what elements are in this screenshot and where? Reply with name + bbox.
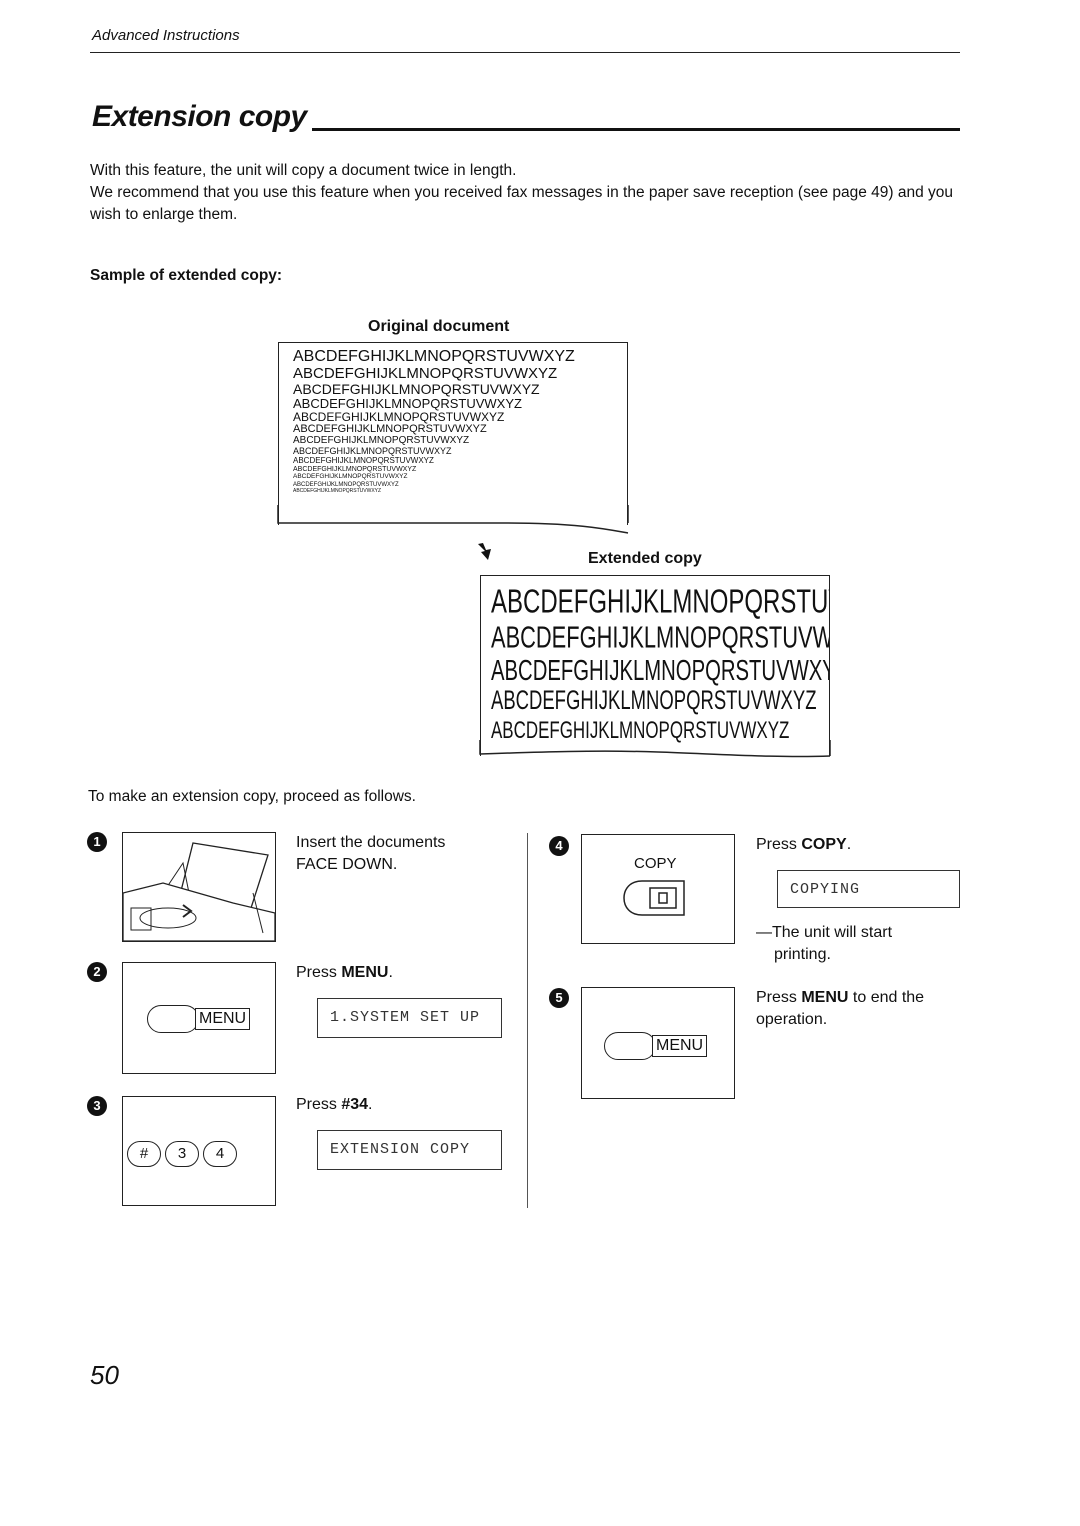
- step-4-note: —The unit will start printing.: [756, 922, 892, 966]
- lcd-display-step-2: 1.SYSTEM SET UP: [317, 998, 502, 1038]
- step-2-text: Press MENU.: [296, 962, 393, 984]
- step-2-line-a: Press: [296, 964, 342, 981]
- key-3: 3: [165, 1141, 199, 1167]
- step-2-number: 2: [87, 962, 107, 982]
- original-text-line: ABCDEFGHIJKLMNOPQRSTUVWXYZ: [293, 365, 558, 382]
- step-3-number: 3: [87, 1096, 107, 1116]
- step-5-number: 5: [549, 988, 569, 1008]
- original-text-line: ABCDEFGHIJKLMNOPQRSTUVWXYZ: [293, 456, 434, 465]
- step-4-note-b: printing.: [774, 946, 831, 963]
- extended-text-line: ABCDEFGHIJKLMNOPQRSTUVWXYZ: [491, 653, 830, 687]
- extended-page-curl: [479, 740, 831, 758]
- menu-key-label-2: MENU: [652, 1035, 708, 1057]
- step-4-number: 4: [549, 836, 569, 856]
- extended-text-line: ABCDEFGHIJKLMNOPQRSTUVWXYZ: [491, 715, 790, 744]
- hash-key: #: [127, 1141, 161, 1167]
- original-text-line: ABCDEFGHIJKLMNOPQRSTUVWXYZ: [293, 487, 382, 494]
- extended-copy-sample: ABCDEFGHIJKLMNOPQRSTUVWXYZABCDEFGHIJKLMN…: [480, 575, 830, 756]
- original-text-line: ABCDEFGHIJKLMNOPQRSTUVWXYZ: [293, 466, 417, 473]
- original-text-line: ABCDEFGHIJKLMNOPQRSTUVWXYZ: [293, 410, 505, 424]
- section-header: Advanced Instructions: [92, 27, 240, 44]
- step-5-line-c: operation.: [756, 1011, 828, 1028]
- copy-button-illustration: COPY: [581, 834, 735, 944]
- step-1-number: 1: [87, 832, 107, 852]
- page-title: Extension copy: [92, 100, 307, 133]
- down-arrow-icon: [478, 543, 491, 560]
- extended-copy-label: Extended copy: [588, 550, 702, 567]
- menu-button-illustration: MENU: [122, 962, 276, 1074]
- step-5-line-b: to end the: [848, 989, 925, 1006]
- title-rule: [312, 128, 960, 131]
- extended-text-line: ABCDEFGHIJKLMNOPQRSTUVWXYZ: [491, 685, 817, 716]
- original-text-line: ABCDEFGHIJKLMNOPQRSTUVWXYZ: [293, 435, 470, 446]
- original-text-line: ABCDEFGHIJKLMNOPQRSTUVWXYZ: [293, 473, 408, 480]
- menu-button-illustration-2: MENU: [581, 987, 735, 1099]
- original-text-line: ABCDEFGHIJKLMNOPQRSTUVWXYZ: [293, 396, 522, 411]
- header-rule: [90, 52, 960, 53]
- intro-line-2: We recommend that you use this feature w…: [90, 184, 954, 223]
- original-text-line: ABCDEFGHIJKLMNOPQRSTUVWXYZ: [293, 481, 399, 488]
- step-1-line-b: FACE DOWN.: [296, 856, 398, 873]
- menu-button-oval: [147, 1005, 199, 1033]
- fax-insert-illustration: [122, 832, 276, 942]
- step-4-note-a: —The unit will start: [756, 924, 893, 941]
- page-number: 50: [90, 1360, 119, 1390]
- step-3-text: Press #34.: [296, 1094, 373, 1116]
- step-5-text: Press MENU to end the operation.: [756, 987, 924, 1031]
- original-text-line: ABCDEFGHIJKLMNOPQRSTUVWXYZ: [293, 381, 540, 397]
- extended-text-line: ABCDEFGHIJKLMNOPQRSTUVWXYZ: [491, 583, 829, 621]
- step-4-text: Press COPY.: [756, 834, 851, 856]
- copy-button-icon: [623, 880, 685, 916]
- step-5-line-a: Press: [756, 989, 802, 1006]
- original-document-label: Original document: [368, 318, 510, 335]
- menu-button-2: MENU: [604, 1032, 708, 1060]
- original-text-line: ABCDEFGHIJKLMNOPQRSTUVWXYZ: [293, 423, 487, 435]
- menu-button: MENU: [147, 1005, 251, 1033]
- original-page-curl: [277, 505, 629, 534]
- lcd-display-step-3: EXTENSION COPY: [317, 1130, 502, 1170]
- extended-text-line: ABCDEFGHIJKLMNOPQRSTUVWXYZ: [491, 619, 829, 654]
- procedure-intro: To make an extension copy, proceed as fo…: [88, 788, 416, 805]
- step-1-line-a: Insert the documents: [296, 834, 446, 851]
- lcd-display-step-4: COPYING: [777, 870, 960, 908]
- step-3-line-b: .: [368, 1096, 373, 1113]
- original-text-line: ABCDEFGHIJKLMNOPQRSTUVWXYZ: [293, 348, 575, 365]
- step-3-line-a: Press: [296, 1096, 342, 1113]
- step-3-bold: #34: [341, 1096, 369, 1113]
- step-5-bold: MENU: [801, 989, 849, 1006]
- original-text-line: ABCDEFGHIJKLMNOPQRSTUVWXYZ: [293, 446, 452, 456]
- intro-text: With this feature, the unit will copy a …: [90, 160, 960, 226]
- menu-key-label: MENU: [195, 1008, 251, 1030]
- step-4-line-a: Press: [756, 836, 802, 853]
- fax-machine-icon: [123, 842, 275, 941]
- key-4: 4: [203, 1141, 237, 1167]
- step-4-line-b: .: [846, 836, 852, 853]
- copy-key-label: COPY: [634, 855, 677, 872]
- step-4-bold: COPY: [801, 836, 847, 853]
- step-1-text: Insert the documents FACE DOWN.: [296, 832, 445, 876]
- column-divider: [527, 833, 528, 1208]
- menu-button-oval-2: [604, 1032, 656, 1060]
- intro-line-1: With this feature, the unit will copy a …: [90, 162, 517, 179]
- step-2-line-b: .: [388, 964, 393, 981]
- sample-heading: Sample of extended copy:: [90, 267, 283, 284]
- step-2-bold: MENU: [341, 964, 389, 981]
